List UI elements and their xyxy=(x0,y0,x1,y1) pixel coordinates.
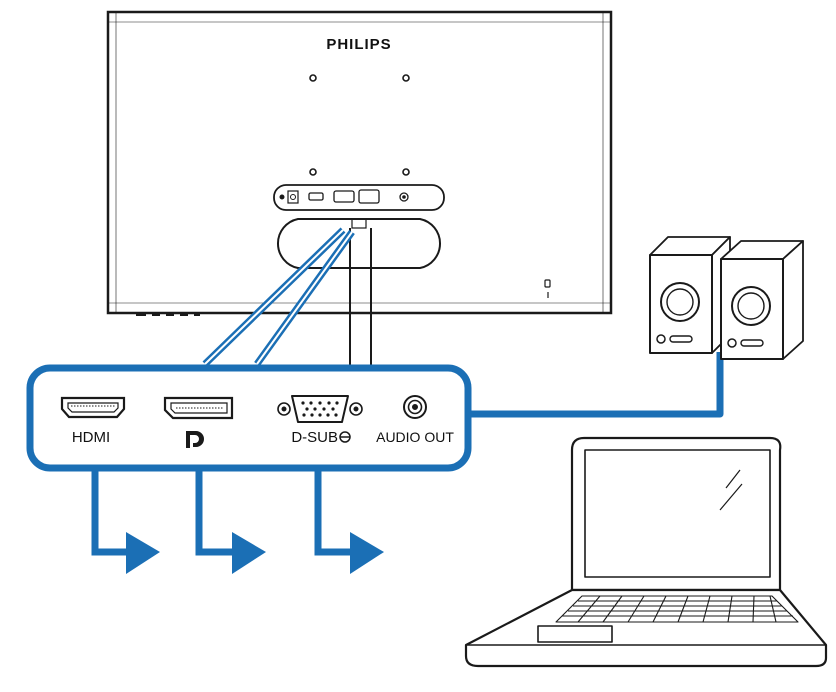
laptop-icon xyxy=(464,436,828,668)
displayport-logo-icon xyxy=(185,431,204,448)
port-callout-box xyxy=(26,364,472,472)
dsub-port-icon xyxy=(277,395,363,423)
displayport-port-icon xyxy=(163,396,234,420)
audio-out-port-label: AUDIO OUT xyxy=(376,429,454,445)
laptop-touchpad xyxy=(537,625,613,643)
audio-out-port-icon xyxy=(403,395,427,419)
connector-panel xyxy=(273,184,445,211)
laptop-keyboard xyxy=(555,595,799,623)
hdmi-port-label: HDMI xyxy=(71,429,111,446)
dsub-port-label: D-SUB xyxy=(291,429,338,446)
speaker-cable xyxy=(468,352,724,418)
speakers-icon xyxy=(649,236,804,360)
kensington-lock-icon xyxy=(544,279,551,298)
monitor-brand-label: PHILIPS xyxy=(326,36,392,53)
monitor-back xyxy=(106,10,613,366)
stand-neck xyxy=(349,228,372,366)
stand-hinge xyxy=(277,218,441,269)
output-arrows xyxy=(91,470,384,574)
vesa-holes xyxy=(309,74,410,176)
hdmi-port-icon xyxy=(60,396,126,419)
analog-symbol-icon xyxy=(339,431,351,443)
